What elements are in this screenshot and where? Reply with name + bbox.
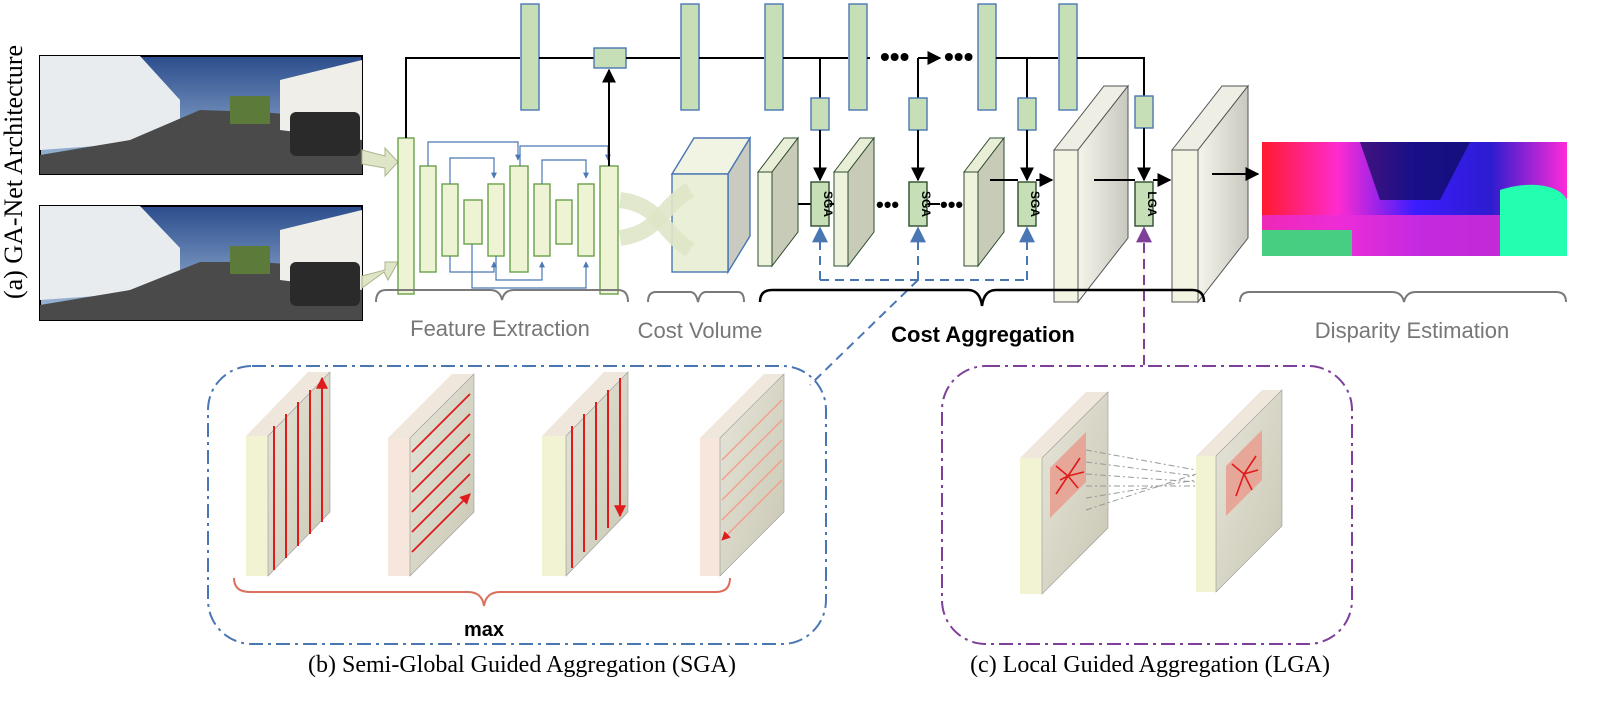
input-arrow-right: [361, 261, 399, 289]
svg-text:•••: •••: [940, 192, 963, 217]
left-input-image: [39, 55, 363, 175]
sga-volume-diagonal: [388, 373, 474, 577]
sga-volume-up: [246, 372, 330, 577]
max-label: max: [464, 619, 504, 641]
sga-volume-down: [542, 371, 628, 577]
panel-b-frame: [207, 365, 827, 645]
label-cost-aggregation: Cost Aggregation: [891, 322, 1075, 347]
sga-module-3: SGA: [1017, 181, 1042, 227]
panel-b-caption: (b) Semi-Global Guided Aggregation (SGA): [308, 652, 736, 678]
input-arrow-left: [361, 146, 399, 178]
svg-text:SGA: SGA: [1028, 191, 1042, 217]
label-cost-volume: Cost Volume: [638, 318, 763, 343]
panel-c-caption: (c) Local Guided Aggregation (LGA): [970, 652, 1330, 678]
lga-module: LGA: [1134, 181, 1159, 227]
right-input-image: [39, 205, 363, 321]
max-brace: [233, 577, 731, 607]
brace-cost-aggregation: [758, 288, 1206, 307]
sga-module-2: SGA: [908, 181, 933, 227]
label-disparity-estimation: Disparity Estimation: [1315, 318, 1509, 343]
sga-module-1: SGA: [810, 181, 835, 227]
label-feature-extraction: Feature Extraction: [410, 316, 590, 341]
feature-extraction-network: [397, 137, 619, 295]
svg-text:•••: •••: [876, 192, 899, 217]
lga-output-volume: [1196, 389, 1283, 593]
svg-text:LGA: LGA: [1145, 191, 1159, 217]
sga-volume-left: [700, 373, 785, 577]
lga-input-volume: [1020, 391, 1109, 595]
cost-aggregation-network: ••• •••: [756, 84, 1260, 304]
svg-text:•••: •••: [880, 41, 909, 72]
svg-text:SGA: SGA: [821, 191, 835, 217]
cost-volume-cube: [618, 135, 752, 275]
side-title: (a) GA-Net Architecture: [0, 45, 28, 299]
brace-feature-extraction: [375, 289, 629, 303]
brace-disparity-estimation: [1239, 291, 1567, 303]
guidance-subnet: ••• •••: [405, 3, 1154, 182]
lga-connections: [1085, 449, 1197, 511]
panel-c-frame: [941, 365, 1353, 645]
svg-text:•••: •••: [944, 41, 973, 72]
disparity-map: [1262, 142, 1567, 256]
brace-cost-volume: [647, 291, 745, 303]
svg-text:SGA: SGA: [919, 191, 933, 217]
sga-weight-links: [809, 226, 1035, 386]
